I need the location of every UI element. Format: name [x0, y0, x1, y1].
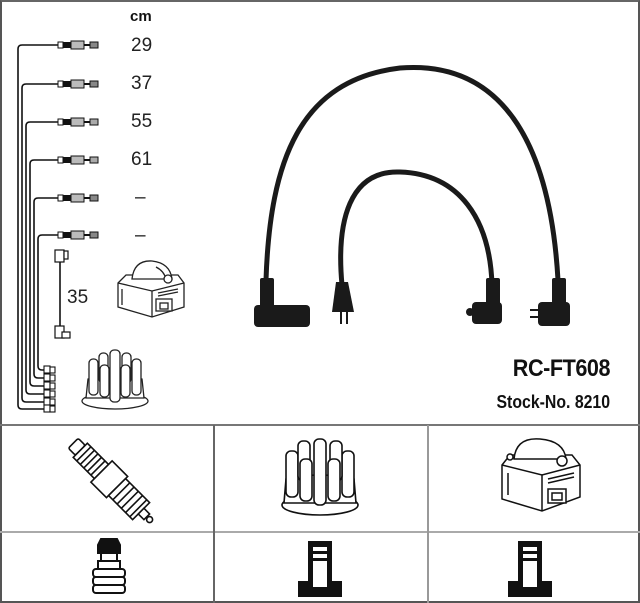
divider-row: [0, 531, 640, 533]
cable-schematic: [17, 40, 99, 413]
cable-length-5: –: [135, 187, 146, 208]
coil-lead-length: 35: [67, 287, 89, 308]
divider-col-1: [213, 425, 215, 603]
divider-col-2: [427, 425, 429, 603]
plug-terminal-connector-icon: [92, 538, 126, 594]
distributor-cap-icon: [81, 349, 149, 410]
unit-label: cm: [130, 8, 152, 25]
cable-length-3: 55: [131, 111, 153, 132]
ignition-coil-icon: [501, 438, 581, 512]
cable-length-2: 37: [131, 73, 153, 94]
product-code: RC-FT608: [512, 355, 611, 382]
divider-main: [0, 424, 640, 426]
ignition-coil-icon: [117, 260, 185, 318]
stock-number: Stock-No. 8210: [496, 392, 610, 412]
distributor-terminal-icon: [298, 541, 342, 597]
cable-length-6: –: [135, 225, 146, 246]
cable-length-4: 61: [131, 149, 153, 170]
distributor-cap-icon: [281, 438, 359, 516]
spark-plug-icon: [68, 438, 154, 524]
coil-terminal-icon: [508, 541, 552, 597]
cable-length-1: 29: [131, 35, 153, 56]
ignition-cables-photo: [254, 64, 570, 327]
